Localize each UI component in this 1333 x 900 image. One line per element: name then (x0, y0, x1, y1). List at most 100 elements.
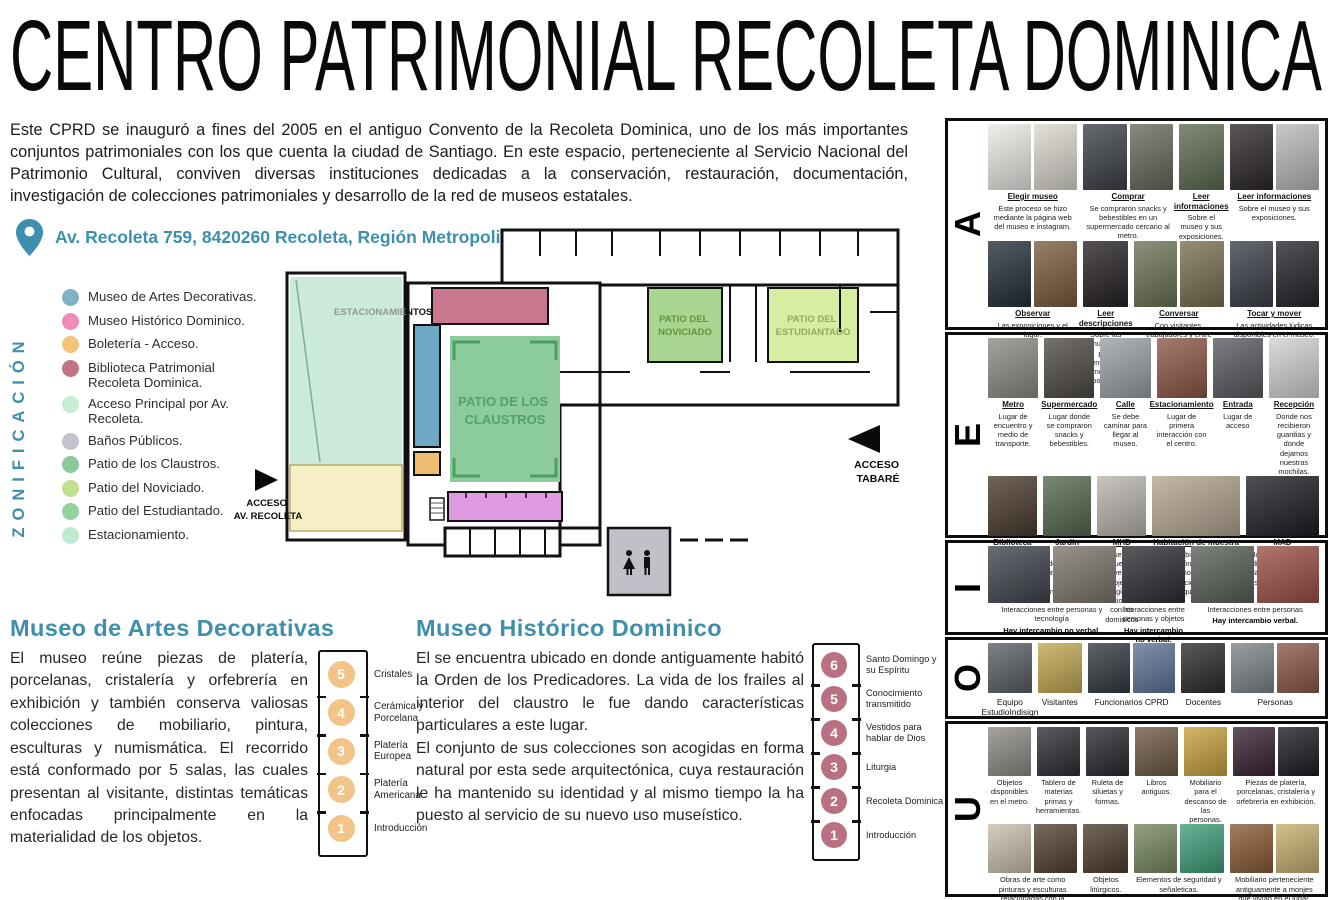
floor-circle: 5 (821, 686, 847, 712)
legend-color-dot (62, 396, 79, 414)
photo-strip (1087, 643, 1176, 693)
map-zone-noviciado (647, 287, 723, 363)
photo-group-caption: Piezas de platería, porcelanas, cristale… (1236, 778, 1316, 806)
photo-strip (1097, 476, 1147, 537)
photo-group-title: Entrada (1222, 400, 1253, 409)
floor-label: Recoleta Dominica (866, 795, 944, 806)
photo-group-caption: Interacciones entre personas (1207, 605, 1303, 614)
aeiou-letter-col: E (947, 335, 988, 535)
photo-group-caption: Se compraron snacks y bebestibles en un … (1086, 203, 1170, 241)
address-text: Av. Recoleta 759, 8420260 Recoleta, Regi… (55, 227, 537, 247)
photo-placeholder (1134, 240, 1178, 307)
photo-group-caption: Ruleta de siluetas y formas. (1091, 778, 1124, 806)
map-zone-acceso-principal (289, 464, 403, 532)
photo-placeholder (1181, 643, 1226, 693)
photo-placeholder (1053, 546, 1116, 603)
photo-group-caption: Elementos de seguridad y señaleticas. (1136, 875, 1222, 894)
legend-item: Patio del Estudiantado. (62, 503, 260, 521)
photo-group-caption: Las actividades lúdicas disponibles en e… (1233, 320, 1315, 339)
photo-group-caption-bold: Hay intercambio verbal. (1212, 616, 1299, 626)
tower-notch (317, 772, 326, 775)
tower-notch (852, 718, 861, 721)
floor-circle: 3 (821, 754, 847, 780)
map-zone-biblioteca (431, 287, 549, 325)
photo-strip (988, 476, 1037, 537)
aeiou-section-content: Objetos disponibles en el metro.Tablero … (988, 724, 1325, 900)
photo-placeholder (1268, 338, 1320, 398)
floor-circle: 6 (821, 652, 847, 678)
photo-caption-group: Piezas de platería, porcelanas, cristale… (1233, 727, 1319, 806)
aeiou-letter: I (946, 582, 988, 593)
photo-strip (988, 240, 1078, 307)
photo-strip (1083, 124, 1173, 190)
tower-notch (852, 786, 861, 789)
legend-color-dot (62, 526, 79, 544)
photo-placeholder (1134, 824, 1178, 874)
photo-strip (1229, 124, 1319, 190)
photo-placeholder (1233, 727, 1275, 776)
photo-group-caption: Interacciones entre personas y tecnologí… (1001, 605, 1103, 624)
legend-item-label: Museo Histórico Dominico. (88, 312, 245, 328)
photo-caption-group: Libros antiguos. (1135, 727, 1178, 797)
map-label-estudiantado: PATIO DEL ESTUDIANTADO (776, 314, 851, 338)
photo-caption-group: Visitantes (1037, 643, 1082, 707)
legend-item-label: Boletería - Acceso. (88, 336, 199, 351)
photo-placeholder (988, 338, 1039, 398)
photo-placeholder (1276, 643, 1320, 693)
photo-strip (1037, 643, 1082, 693)
photo-placeholder (1097, 476, 1147, 537)
photo-caption-group: Objetos litúrgicos. (1083, 824, 1129, 894)
photo-group-caption: Sobre el museo y sus exposiciones. (1238, 203, 1310, 222)
photo-strip (1191, 546, 1319, 603)
mhd-section-title: Museo Histórico Dominico (416, 615, 722, 641)
floor-label: Platería Americana (374, 778, 421, 801)
map-zone-banos (606, 526, 672, 597)
floor-tower-outline (811, 643, 861, 861)
photo-group-caption: Interacciones entre personas y objetos (1122, 605, 1185, 624)
photo-strip (988, 643, 1032, 693)
tower-notch (852, 752, 861, 755)
photo-placeholder (1256, 546, 1319, 603)
photo-placeholder (988, 727, 1031, 776)
photo-strip (1231, 643, 1320, 693)
photo-placeholder (1180, 824, 1224, 874)
photo-placeholder (1180, 240, 1224, 307)
map-zone-claustros (450, 336, 560, 482)
photo-placeholder (988, 124, 1032, 190)
photo-group-title: Biblioteca (993, 538, 1032, 548)
photo-placeholder (1034, 824, 1078, 874)
photo-caption-group: Personas (1231, 643, 1320, 707)
photo-group-title: Elegir museo (1007, 192, 1058, 201)
photo-group-title: Leer informaciones (1173, 192, 1229, 211)
photo-placeholder (1212, 338, 1263, 398)
photo-group-caption: Este proceso se hizo mediante la página … (993, 203, 1072, 232)
map-label-claustros: PATIO DE LOS CLAUSTROS (458, 394, 551, 427)
legend-item-label: Patio del Estudiantado. (88, 503, 224, 519)
legend-item-label: Acceso Principal por Av. Recoleta. (88, 396, 229, 427)
photo-placeholder (1231, 643, 1274, 693)
photo-group-title: Equipo EstudioIndisign (981, 697, 1039, 718)
photo-group-caption: Las exposiciones y el lugar. (997, 320, 1068, 339)
floor-circle: 4 (821, 720, 847, 746)
photo-group-caption-bold: Hay intercambio no verbal. (1003, 625, 1101, 635)
photo-group-caption: Lugar de acceso (1223, 411, 1253, 430)
floor-circle: 1 (821, 822, 847, 848)
photo-group-title: Recepción (1273, 400, 1315, 409)
location-pin-icon (16, 219, 43, 256)
photo-placeholder (1034, 124, 1078, 190)
photo-placeholder (1229, 240, 1273, 307)
zonificacion-legend: Museo de Artes Decorativas.Museo Históri… (62, 289, 260, 550)
poster-title: CENTRO PATRIMONIAL RECOLETA DOMINICA (10, 6, 1322, 102)
